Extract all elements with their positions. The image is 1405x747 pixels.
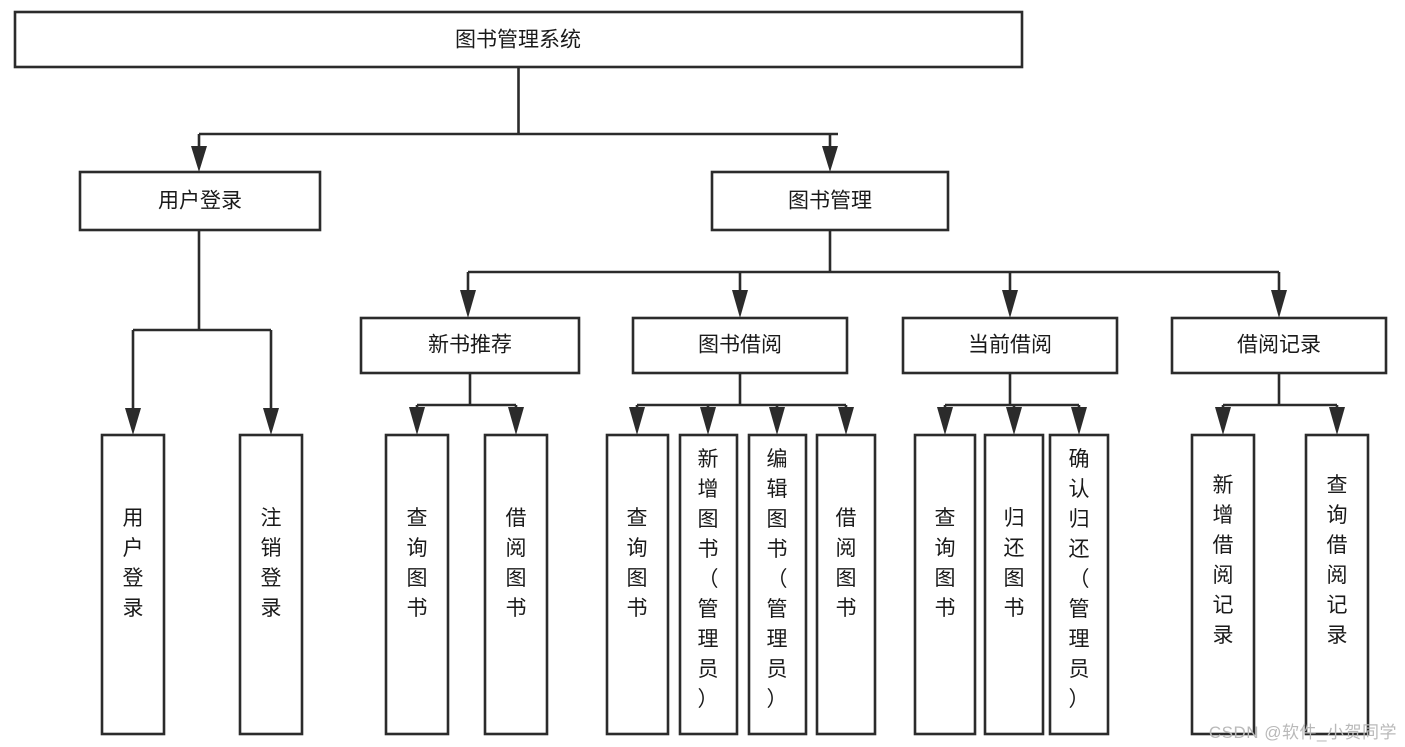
leaf-node-edit-book[interactable]: 编辑图书（管理员） [747,433,808,736]
leaf-query-record-box[interactable] [1304,433,1370,736]
leaf-confirm-return-label: 确认归还（管理员） [1069,448,1090,711]
arrowhead-leaf-query-book-3 [937,407,953,435]
book-borrow-box[interactable] [631,316,849,375]
node-new-book-recommend[interactable]: 新书推荐 [359,316,581,375]
leaf-query-book-2-box[interactable] [605,433,670,736]
leaf-query-book-3-box[interactable] [913,433,977,736]
arrowhead-leaf-user-login [125,408,141,435]
leaf-borrow-book-2-box[interactable] [815,433,877,736]
leaf-node-confirm-return[interactable]: 确认归还（管理员） [1048,433,1110,736]
leaf-node-query-book-1[interactable]: 查询图书 [384,433,450,736]
leaf-add-record-box[interactable] [1190,433,1256,736]
leaf-query-book-2-label: 查询图书 [627,507,648,620]
book-borrow-label: 图书借阅 [698,334,782,357]
leaf-add-book-label: 新增图书（管理员） [698,448,719,711]
node-book-management[interactable]: 图书管理 [710,170,950,232]
csdn-watermark: CSDN @软件_小贺同学 [1208,723,1397,742]
arrowhead-leaf-borrow-book-2 [838,407,854,435]
leaf-node-borrow-book-2[interactable]: 借阅图书 [815,433,877,736]
leaf-user-login-label: 用户登录 [123,507,144,620]
arrowhead-leaf-query-record [1329,407,1345,435]
leaf-node-add-book[interactable]: 新增图书（管理员） [678,433,739,736]
arrowhead-leaf-confirm-return [1071,407,1087,435]
leaf-node-add-record[interactable]: 新增借阅记录 [1190,433,1256,736]
leaf-logout-label: 注销登录 [261,507,282,620]
arrowhead-leaf-add-book [700,407,716,435]
node-user-login[interactable]: 用户登录 [78,170,322,232]
arrowhead-leaf-query-book-2 [629,407,645,435]
node-root[interactable]: 图书管理系统 [13,10,1024,69]
borrow-record-box[interactable] [1170,316,1388,375]
arrowhead-book-management [822,146,838,172]
leaf-node-return-book[interactable]: 归还图书 [983,433,1045,736]
node-book-borrow[interactable]: 图书借阅 [631,316,849,375]
arrowhead-book-borrow [732,290,748,318]
arrowhead-current-borrow [1002,290,1018,318]
leaf-logout-box[interactable] [238,433,304,736]
arrowhead-leaf-borrow-book-1 [508,407,524,435]
new-book-recommend-box[interactable] [359,316,581,375]
leaf-query-book-1-box[interactable] [384,433,450,736]
leaf-return-book-box[interactable] [983,433,1045,736]
current-borrow-box[interactable] [901,316,1119,375]
node-current-borrow[interactable]: 当前借阅 [901,316,1119,375]
book-management-box[interactable] [710,170,950,232]
leaf-node-query-record[interactable]: 查询借阅记录 [1304,433,1370,736]
arrowhead-user-login [191,146,207,172]
borrow-record-label: 借阅记录 [1237,334,1321,357]
node-borrow-record[interactable]: 借阅记录 [1170,316,1388,375]
leaf-return-book-label: 归还图书 [1004,507,1025,620]
leaf-add-record-label: 新增借阅记录 [1213,474,1234,647]
arrowhead-leaf-add-record [1215,407,1231,435]
user-login-label: 用户登录 [158,190,242,213]
book-management-label: 图书管理 [788,190,872,213]
arrowhead-leaf-return-book [1006,407,1022,435]
leaf-edit-book-label: 编辑图书（管理员） [767,448,788,711]
leaf-node-query-book-3[interactable]: 查询图书 [913,433,977,736]
leaf-node-user-login[interactable]: 用户登录 [100,433,166,736]
root-label: 图书管理系统 [455,29,581,52]
leaf-query-book-3-label: 查询图书 [935,507,956,620]
arrowhead-leaf-edit-book [769,407,785,435]
leaf-query-record-label: 查询借阅记录 [1327,474,1348,647]
arrowhead-leaf-query-book-1 [409,407,425,435]
leaf-node-borrow-book-1[interactable]: 借阅图书 [483,433,549,736]
leaf-query-book-1-label: 查询图书 [407,507,428,620]
leaf-add-book-box[interactable] [678,433,739,736]
root-box[interactable] [13,10,1024,69]
leaf-user-login-box[interactable] [100,433,166,736]
arrowhead-new-book-recommend [460,290,476,318]
leaf-node-logout[interactable]: 注销登录 [238,433,304,736]
connector-layer [125,67,1345,435]
leaf-borrow-book-1-label: 借阅图书 [506,507,527,620]
leaf-borrow-book-1-box[interactable] [483,433,549,736]
new-book-recommend-label: 新书推荐 [428,334,512,357]
arrowhead-leaf-logout [263,408,279,435]
leaf-borrow-book-2-label: 借阅图书 [836,507,857,620]
user-login-box[interactable] [78,170,322,232]
leaf-edit-book-box[interactable] [747,433,808,736]
leaf-confirm-return-box[interactable] [1048,433,1110,736]
leaf-node-query-book-2[interactable]: 查询图书 [605,433,670,736]
current-borrow-label: 当前借阅 [968,334,1052,357]
arrowhead-borrow-record [1271,290,1287,318]
